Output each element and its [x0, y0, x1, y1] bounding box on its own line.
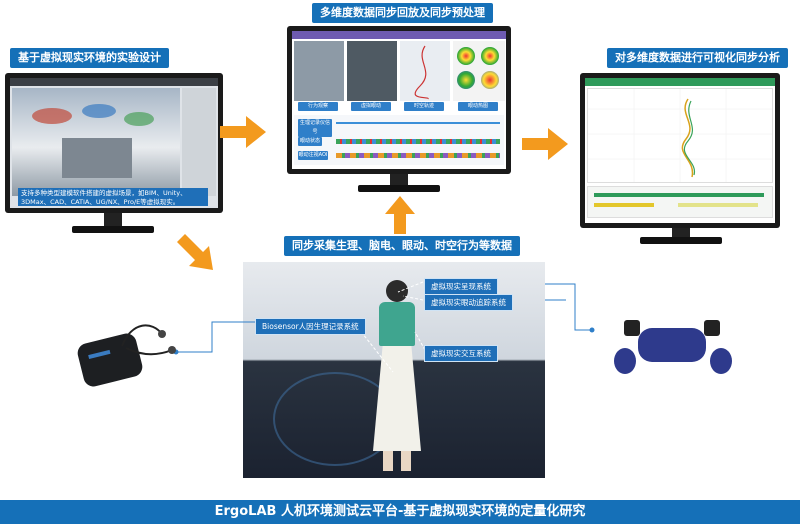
- title-right: 对多维度数据进行可视化同步分析: [607, 48, 788, 68]
- left-inspector-panel: [182, 88, 216, 196]
- center-monitor: 行为观察 虚拟眼动 时空轨迹 眼动热图 生理记录仪信号 眼动状态 眼动注视AOI: [287, 26, 511, 174]
- panel-behavior: [294, 41, 344, 101]
- vr-headset-icon: [610, 318, 740, 378]
- title-collect: 同步采集生理、脑电、眼动、时空行为等数据: [284, 236, 520, 256]
- person-head: [386, 280, 408, 302]
- callout-biosensor: Biosensor人因生理记录系统: [255, 318, 366, 335]
- left-monitor-screen: 支持多种类型建模软件搭建的虚拟场景，如BIM、Unity、3DMax、CAD、C…: [10, 78, 218, 208]
- panel-label-eye: 虚拟眼动: [351, 102, 391, 111]
- panel-label-behavior: 行为观察: [298, 102, 338, 111]
- vr-scene-view: [12, 88, 180, 196]
- timeline-area: 生理记录仪信号 眼动状态 眼动注视AOI: [294, 115, 504, 165]
- panel-eye: [347, 41, 397, 101]
- arrow-down-icon: [177, 234, 213, 270]
- center-app-toolbar: [292, 31, 506, 39]
- biosensor-leads-icon: [121, 324, 176, 356]
- center-monitor-foot: [358, 185, 440, 192]
- analysis-plot: [587, 88, 773, 183]
- panel-trajectory: [400, 41, 450, 101]
- left-monitor-neck: [104, 213, 122, 227]
- panel-label-heatmap: 眼动热图: [458, 102, 498, 111]
- right-monitor: [580, 73, 780, 228]
- track-label-eye-state: 眼动状态: [298, 137, 322, 146]
- right-monitor-neck: [672, 228, 690, 238]
- arrow-right-icon: [522, 128, 568, 160]
- left-app-toolbar: [10, 78, 218, 86]
- arrow-up-icon: [385, 196, 415, 234]
- title-left: 基于虚拟现实环境的实验设计: [10, 48, 169, 68]
- track-label-physio: 生理记录仪信号: [298, 119, 332, 137]
- title-center: 多维度数据同步回放及同步预处理: [312, 3, 493, 23]
- center-monitor-screen: 行为观察 虚拟眼动 时空轨迹 眼动热图 生理记录仪信号 眼动状态 眼动注视AOI: [292, 31, 506, 169]
- callout-vr-eye: 虚拟现实眼动追踪系统: [424, 294, 513, 311]
- right-monitor-foot: [640, 237, 722, 244]
- callout-vr-interact: 虚拟现实交互系统: [424, 345, 498, 362]
- panel-label-trajectory: 时空轨迹: [404, 102, 444, 111]
- arrow-right-icon: [220, 116, 266, 148]
- device-links: [173, 283, 595, 355]
- callout-vr-display: 虚拟现实呈现系统: [424, 278, 498, 295]
- center-monitor-neck: [390, 174, 408, 186]
- footer-banner: ErgoLAB 人机环境测试云平台-基于虚拟现实环境的定量化研究: [0, 500, 800, 524]
- right-app-toolbar: [585, 78, 775, 86]
- track-label-aoi: 眼动注视AOI: [298, 151, 328, 160]
- person-shirt: [379, 302, 415, 346]
- left-monitor-caption: 支持多种类型建模软件搭建的虚拟场景，如BIM、Unity、3DMax、CAD、C…: [18, 188, 208, 206]
- panel-heatmap: [453, 41, 505, 101]
- analysis-timeline: [587, 186, 773, 218]
- left-monitor-foot: [72, 226, 154, 233]
- right-monitor-screen: [585, 78, 775, 223]
- left-monitor: 支持多种类型建模软件搭建的虚拟场景，如BIM、Unity、3DMax、CAD、C…: [5, 73, 223, 213]
